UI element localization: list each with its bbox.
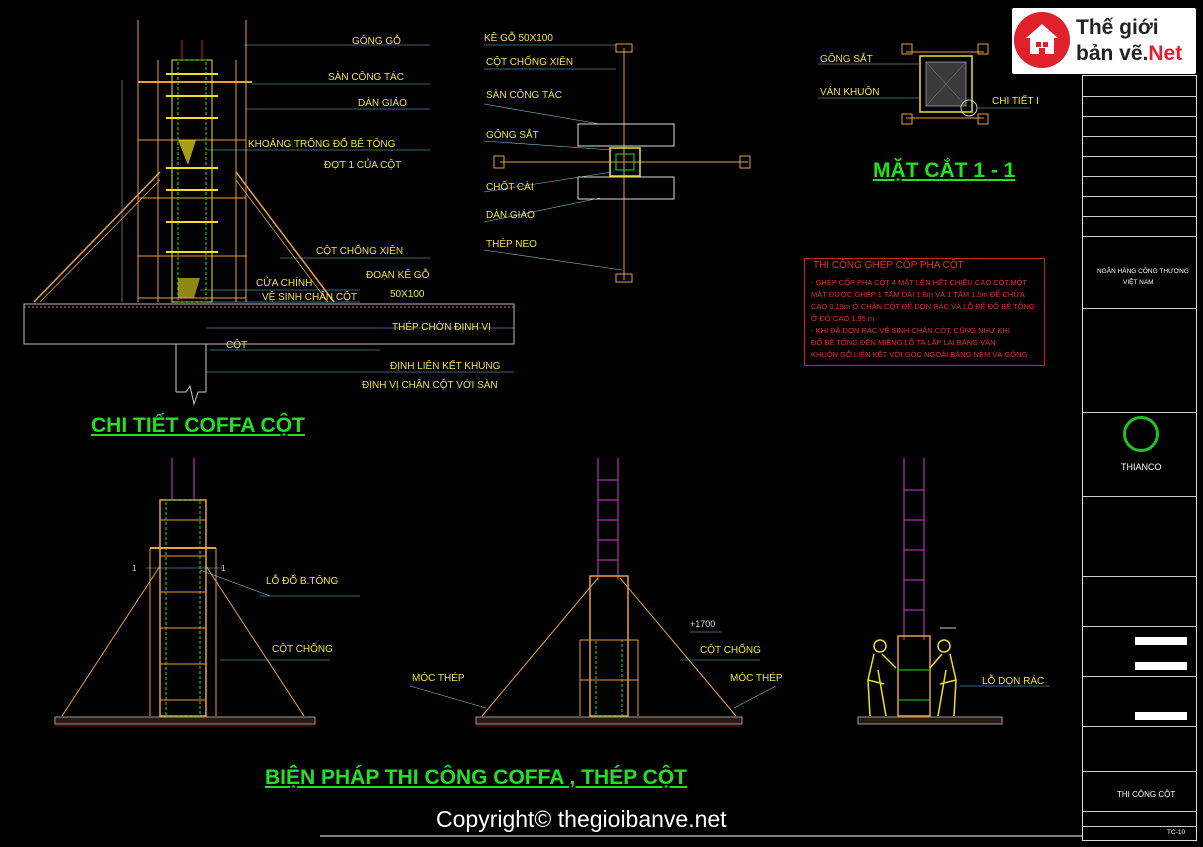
note-line: Ở ĐỘ CAO 1.95 m [811,314,875,323]
company-name: THIANCO [1121,462,1162,472]
label-lo-don-rac: LỖ DỌN RÁC [982,676,1045,687]
note-line: KHUÔN GỖ LIÊN KẾT VỚI GÓC NGOÀI BẰNG NẸM… [811,350,1028,359]
label-lo-do: LỖ ĐỔ B.TÔNG [266,576,339,587]
note-line: CAO 0.15m Ở CHÂN CỘT ĐỂ DỌN RÁC VÀ LỖ ĐỂ… [811,302,1035,311]
note-heading: THI CÔNG GHÉP CỐP PHA CỘT [813,260,964,271]
label-moc-thep-a: MÓC THÉP [412,673,465,684]
label-cua-chinh: CỬA CHÍNH [256,278,313,289]
label-plan-gong-sat: GÔNG SẮT [486,130,539,141]
logo-accent: Net [1148,42,1183,65]
level-marker: +1700 [690,619,716,629]
sheet-number: TC-10 [1167,829,1186,836]
label-cot-chong-xien: CỘT CHỐNG XIÊN [316,246,404,257]
section-mark-left: 1 [132,564,137,573]
label-dinh-vi: ĐỊNH VỊ CHÂN CỘT VỚI SÀN [362,380,498,391]
section-title: MẶT CẮT 1 - 1 [873,159,1016,182]
label-plan-cot-chong-xien: CỘT CHỐNG XIÊN [486,57,574,68]
method-views [54,458,1050,727]
label-ve-sinh: VỆ SINH CHÂN CỘT [262,292,358,303]
logo-line-1: Thế giới [1076,16,1159,39]
label-cot-chong-b: CỘT CHỐNG [700,645,761,656]
label-thep-chon: THÉP CHỜN ĐỊNH VỊ [392,322,491,333]
plan-view [483,43,751,283]
label-dot1: ĐỢT 1 CỦA CỘT [324,160,402,171]
label-dan-giao: DÀN GIÁO [358,98,407,109]
section-view [818,43,1030,125]
label-doan-ke-go: ĐOẠN KÊ GỖ [366,270,430,281]
construction-note: THI CÔNG GHÉP CỐP PHA CỘT - GHÉP CỐP PHA… [804,258,1045,366]
label-ke-go: KÊ GỖ 50X100 [484,33,553,44]
note-line: MẶT ĐƯỢC GHÉP 1 TẤM DÀI 1.8m VÀ 1 TẤM 1.… [811,290,1025,299]
method-title: BIỆN PHÁP THI CÔNG COFFA , THÉP CỘT [265,766,687,789]
note-line: - KHI ĐÃ DỌN RÁC VỆ SINH CHÂN CỘT, CŨNG … [811,326,1010,335]
label-dinh-lien-ket: ĐỊNH LIÊN KẾT KHUNG [390,361,501,372]
company-logo-icon [1123,416,1159,452]
label-chi-tiet: CHI TIẾT I [992,96,1039,107]
label-plan-san-cong-tac: SÀN CÔNG TÁC [486,90,562,101]
label-san-cong-tac: SÀN CÔNG TÁC [328,72,404,83]
label-50x100: 50X100 [390,289,425,300]
note-line: - GHÉP CỐP PHA CỘT 4 MẶT LÊN HẾT CHIỀU C… [811,278,1028,287]
label-thep-neo: THÉP NEO [486,239,537,250]
brand-logo: Thế giới bản vẽ.Net [1012,8,1196,74]
label-van-khuon: VÁN KHUÔN [820,87,880,98]
label-gong-go: GÔNG GỖ [352,36,401,47]
label-sec-gong-sat: GÔNG SẮT [820,54,873,65]
label-plan-dan-giao: DÀN GIÁO [486,210,535,221]
house-icon [1014,12,1070,68]
label-cot-chong-a: CỘT CHỐNG [272,644,333,655]
note-line: ĐỔ BÊ TÔNG ĐẾN MIỆNG LỖ TA LẤP LẠI BẰNG … [811,338,996,347]
label-khoang-trong: KHOẢNG TRỐNG ĐỔ BÊ TÔNG [248,139,396,150]
detail-title: CHI TIẾT COFFA CỘT [91,414,305,437]
title-block: NGÂN HÀNG CÔNG THƯƠNG VIỆT NAM THIANCO T… [1082,75,1197,841]
label-chot-cai: CHỐT CÀI [486,182,534,193]
copyright: Copyright© thegioibanve.net [436,806,727,832]
label-moc-thep-b: MÓC THÉP [730,673,783,684]
column-formwork-detail [23,20,515,406]
client-line-1: NGÂN HÀNG CÔNG THƯƠNG [1097,268,1189,275]
client-line-2: VIỆT NAM [1123,279,1154,286]
section-mark-right: 1 [221,564,226,573]
drawing-name: THI CÔNG CỘT [1117,790,1176,799]
logo-line-2: bản vẽ. [1076,42,1149,65]
label-cot: CỘT [226,340,248,351]
